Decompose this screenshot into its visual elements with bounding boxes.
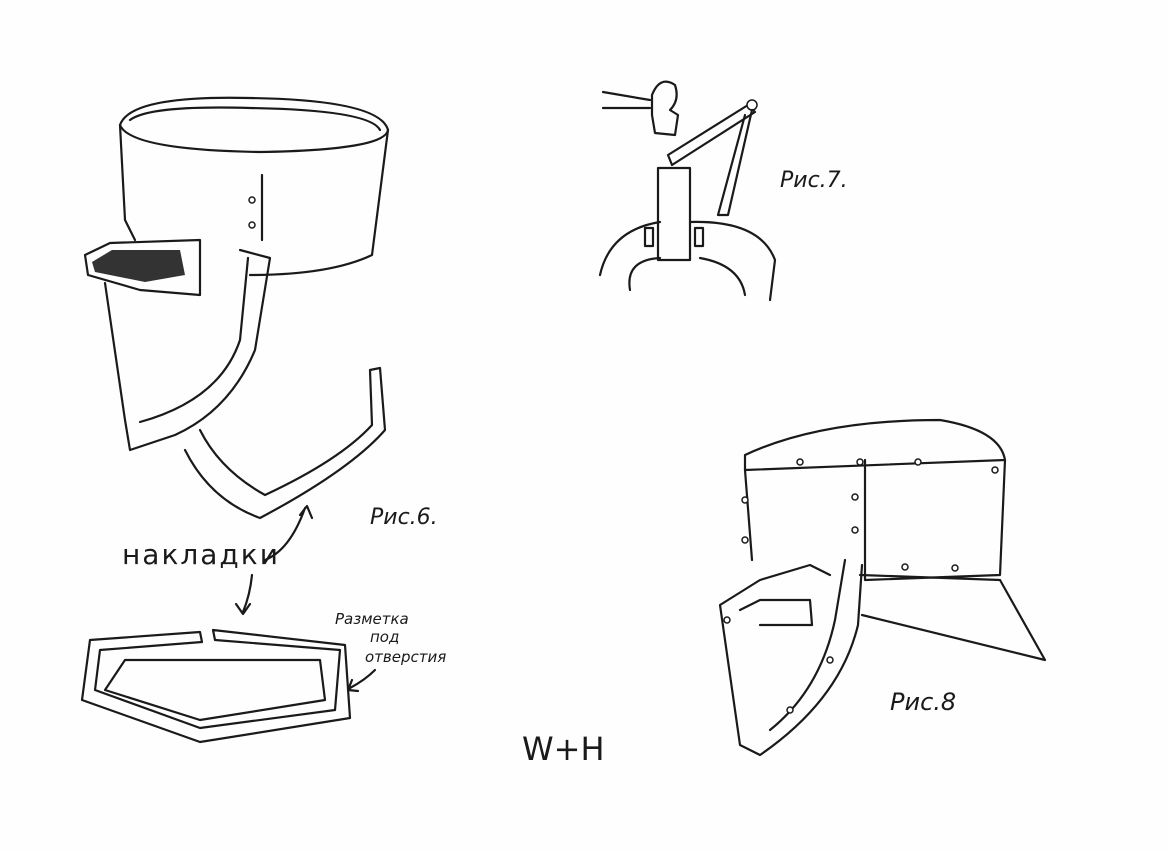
fig6-helmet-drawing [83,96,390,520]
marking-label-line1: Разметка [335,610,409,628]
marking-label-line2: под [370,628,400,646]
marking-label-line3: отверстия [365,648,447,666]
fig7-drawing [598,80,777,302]
overlay-arrow-2 [234,573,254,616]
signature: W+H [522,730,605,768]
fig6-caption: Рис.6. [370,505,438,530]
overlay-arrow-1 [263,504,314,562]
overlay-piece-drawing [80,628,352,744]
fig7-caption: Рис.7. [780,168,848,193]
overlays-label: накладки [122,538,280,571]
marking-arrow [346,668,377,693]
fig8-caption: Рис.8 [890,688,957,716]
fig8-helmet-drawing [718,418,1047,757]
